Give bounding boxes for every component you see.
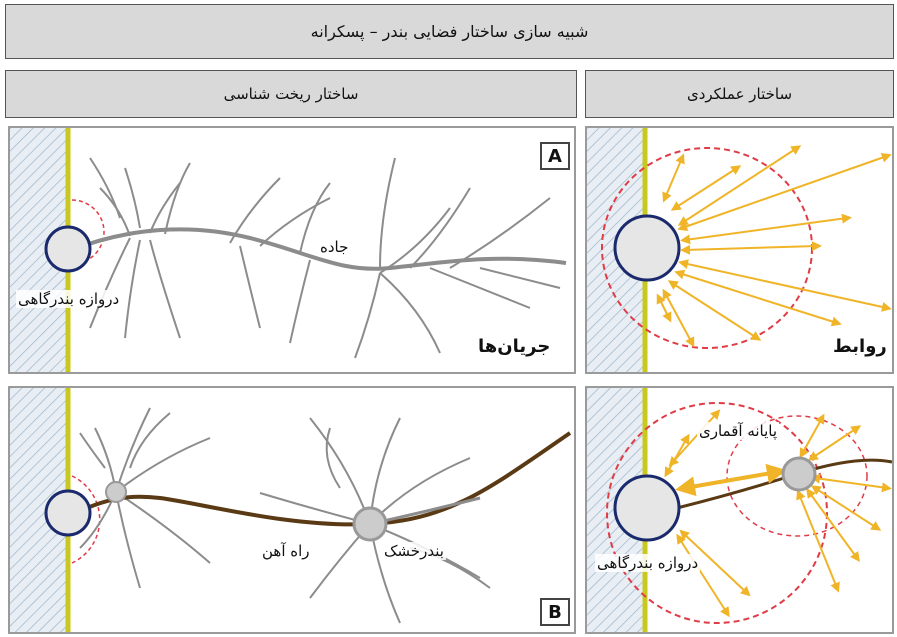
panel-a-functional: روابط: [585, 126, 894, 374]
port-node: [613, 214, 681, 282]
relations-label: روابط: [833, 336, 887, 357]
gate-zone: [71, 475, 101, 564]
main-road: [73, 227, 567, 271]
port-gate-node: [44, 489, 92, 537]
dry-port-node: [352, 506, 388, 542]
panel-badge-a: A: [540, 142, 570, 170]
panel-b-functional: پایانه آقماری دروازه بندرگاهی: [585, 386, 894, 634]
road-label: جاده: [318, 238, 351, 256]
road-network-drawing: [10, 128, 567, 372]
panel-badge-b: B: [540, 598, 570, 626]
railway-line: [73, 431, 572, 527]
port-gate-label: دروازه بندرگاهی: [595, 554, 701, 572]
panel-a-morphological: A جاده دروازه بندرگاهی جریان‌ها: [8, 126, 576, 374]
morphological-structure-header: ساختار ریخت شناسی: [5, 70, 577, 118]
relations-drawing: [587, 128, 892, 372]
satellite-relations-drawing: [587, 388, 892, 632]
functional-structure-header: ساختار عملکردی: [585, 70, 894, 118]
dry-port-label: بندرخشک: [382, 542, 446, 560]
port-gate-node: [44, 225, 92, 273]
diagram-title: شبیه سازی ساختار فضایی بندر – پسکرانه: [5, 4, 894, 59]
port-gate-label: دروازه بندرگاهی: [16, 290, 122, 308]
satellite-terminal-label: پایانه آقماری: [697, 422, 780, 440]
port-node: [613, 474, 681, 542]
satellite-terminal-node: [781, 456, 817, 492]
panel-b-morphological: راه آهن بندرخشک B: [8, 386, 576, 634]
railway-label: راه آهن: [260, 542, 312, 560]
small-hub-node: [105, 481, 127, 503]
flows-label: جریان‌ها: [478, 336, 551, 357]
rail-network-drawing: [10, 388, 572, 632]
